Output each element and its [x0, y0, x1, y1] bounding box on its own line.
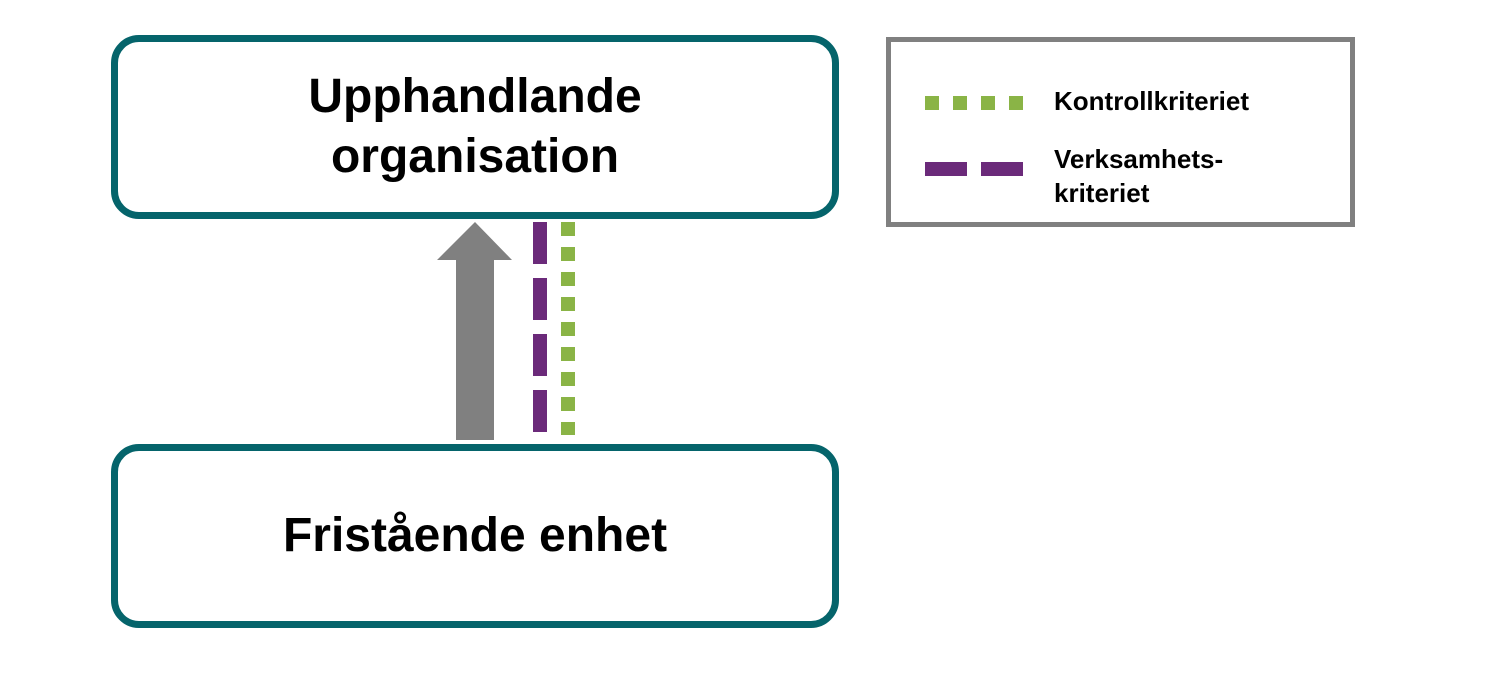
contracting-organization-node: Upphandlande organisation — [111, 35, 839, 219]
legend-activity-label-2: kriteriet — [1054, 178, 1150, 208]
arrow-up-icon — [437, 222, 512, 440]
node-label: Fristående enhet — [282, 509, 668, 562]
legend-control-label: Kontrollkriteriet — [1054, 86, 1250, 116]
legend — [886, 37, 1355, 227]
node-label: Upphandlande organisation — [308, 70, 642, 183]
legend-activity-label-1: Verksamhets- — [1054, 144, 1224, 174]
independent-entity-node: Fristående enhet — [111, 444, 839, 628]
